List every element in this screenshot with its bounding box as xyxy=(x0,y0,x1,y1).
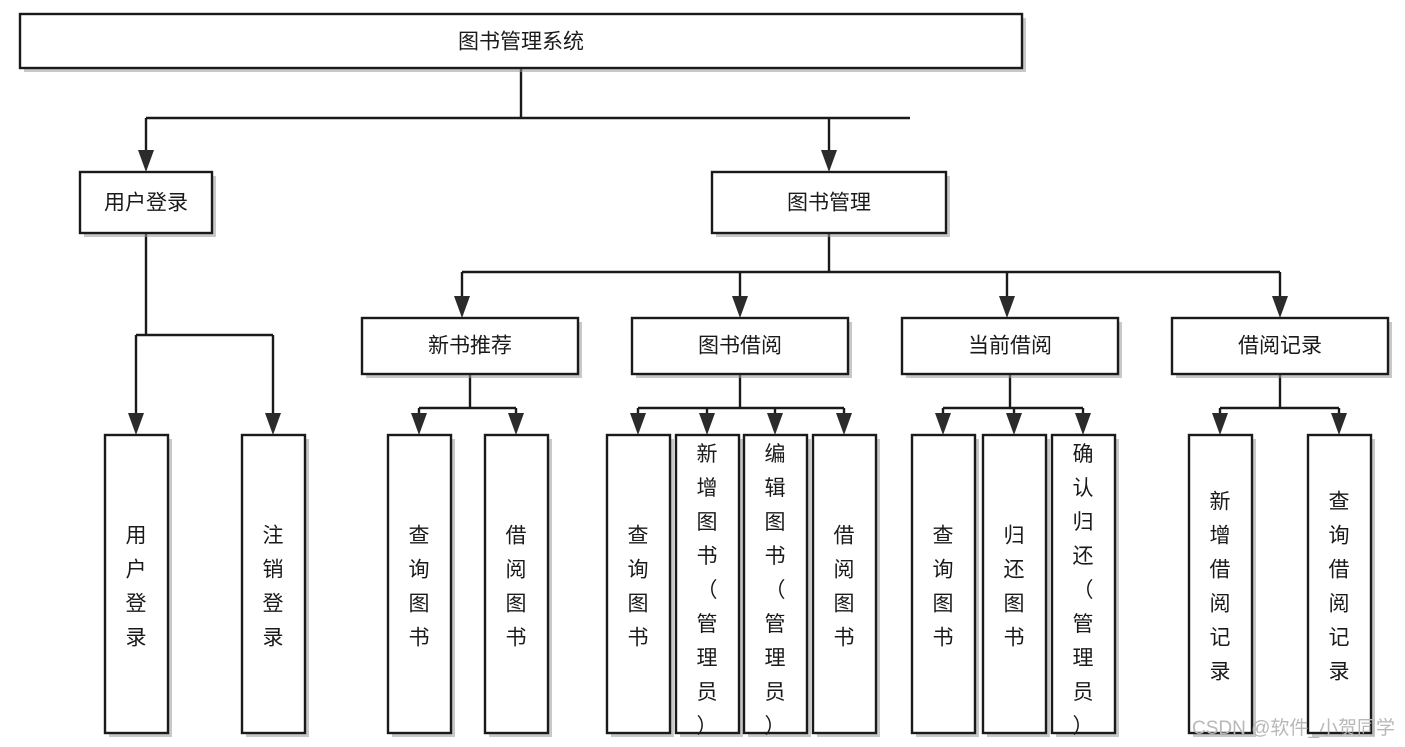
book-management-label: 图书管理 xyxy=(787,192,871,215)
borrow-record-label: 借阅记录 xyxy=(1238,335,1322,358)
leaf-node-br-add-record[interactable]: 新增借阅记录 xyxy=(1187,433,1256,737)
leaf-node-cb-confirm-return[interactable]: 确认归还（管理员） xyxy=(1050,433,1119,738)
book-borrow-label: 图书借阅 xyxy=(698,335,782,358)
leaf-node-cb-return-book[interactable]: 归还图书 xyxy=(981,433,1050,737)
node-book-borrow[interactable]: 图书借阅 xyxy=(630,316,852,378)
root-box[interactable] xyxy=(18,12,1024,70)
node-root[interactable]: 图书管理系统 xyxy=(18,12,1026,72)
arrow-head-new-book-rec xyxy=(454,296,470,318)
node-borrow-record[interactable]: 借阅记录 xyxy=(1170,316,1392,378)
leaf-bb-query-book-label: 查询图书 xyxy=(628,525,649,650)
leaf-nbr-query-book-box[interactable] xyxy=(386,433,453,735)
leaf-node-bb-borrow-book[interactable]: 借阅图书 xyxy=(811,433,880,737)
arrow-head-nbr-query-book xyxy=(411,413,427,435)
current-borrow-box[interactable] xyxy=(900,316,1120,376)
current-borrow-label: 当前借阅 xyxy=(968,335,1052,358)
leaf-br-add-record-box[interactable] xyxy=(1187,433,1254,735)
arrow-head-book-mgmt xyxy=(821,150,837,172)
leaf-node-cb-query-book[interactable]: 查询图书 xyxy=(910,433,979,737)
new-book-recommend-label: 新书推荐 xyxy=(428,335,512,358)
arrow-head-bb-edit-book xyxy=(767,413,783,435)
connector-layer xyxy=(128,68,1347,435)
leaf-cb-query-book-label: 查询图书 xyxy=(933,525,954,650)
node-new-book-recommend[interactable]: 新书推荐 xyxy=(360,316,582,378)
arrow-head-cb-query-book xyxy=(935,413,951,435)
leaf-cb-return-book-label: 归还图书 xyxy=(1004,525,1025,650)
node-user-login[interactable]: 用户登录 xyxy=(78,170,216,237)
arrow-head-current-borrow xyxy=(999,296,1015,318)
node-current-borrow[interactable]: 当前借阅 xyxy=(900,316,1122,378)
leaf-cb-return-book-box[interactable] xyxy=(981,433,1048,735)
arrow-head-borrow-record xyxy=(1272,296,1288,318)
leaf-layer: 用户登录 注销登录 查询图书 借阅图书 查询图书 xyxy=(103,433,1375,738)
leaf-node-br-query-record[interactable]: 查询借阅记录 xyxy=(1306,433,1375,737)
arrow-head-bb-query-book xyxy=(630,413,646,435)
csdn-watermark: CSDN @软件_小贺同学 xyxy=(1192,717,1395,739)
leaf-node-bb-query-book[interactable]: 查询图书 xyxy=(605,433,674,737)
leaf-nbr-borrow-book-label: 借阅图书 xyxy=(506,525,527,650)
leaf-logout-box[interactable] xyxy=(240,433,307,735)
arrow-head-bb-add-book xyxy=(699,413,715,435)
leaf-user-login-box[interactable] xyxy=(103,433,170,735)
leaf-node-bb-edit-book[interactable]: 编辑图书（管理员） xyxy=(742,433,811,738)
arrow-head-bb-borrow-book xyxy=(836,413,852,435)
book-borrow-box[interactable] xyxy=(630,316,850,376)
arrow-head-cb-confirm-return xyxy=(1075,413,1091,435)
leaf-bb-borrow-book-label: 借阅图书 xyxy=(834,525,855,650)
root-label: 图书管理系统 xyxy=(458,31,584,54)
leaf-node-logout[interactable]: 注销登录 xyxy=(240,433,309,737)
leaf-br-query-record-box[interactable] xyxy=(1306,433,1373,735)
arrow-head-leaf-logout xyxy=(265,413,281,435)
leaf-logout-label: 注销登录 xyxy=(263,525,284,650)
new-book-recommend-box[interactable] xyxy=(360,316,580,376)
leaf-nbr-borrow-book-box[interactable] xyxy=(483,433,550,735)
leaf-node-nbr-query-book[interactable]: 查询图书 xyxy=(386,433,455,737)
leaf-bb-add-book-box[interactable] xyxy=(674,433,741,735)
leaf-bb-edit-book-label: 编辑图书（管理员） xyxy=(765,443,786,738)
node-book-management[interactable]: 图书管理 xyxy=(710,170,950,237)
borrow-record-box[interactable] xyxy=(1170,316,1390,376)
leaf-bb-query-book-box[interactable] xyxy=(605,433,672,735)
book-management-box[interactable] xyxy=(710,170,948,235)
arrow-head-leaf-user-login xyxy=(128,413,144,435)
leaf-bb-edit-book-box[interactable] xyxy=(742,433,809,735)
leaf-cb-query-book-box[interactable] xyxy=(910,433,977,735)
leaf-nbr-query-book-label: 查询图书 xyxy=(409,525,430,650)
leaf-bb-borrow-book-box[interactable] xyxy=(811,433,878,735)
leaf-node-user-login[interactable]: 用户登录 xyxy=(103,433,172,737)
arrow-head-cb-return-book xyxy=(1006,413,1022,435)
leaf-bb-add-book-label: 新增图书（管理员） xyxy=(697,443,718,738)
leaf-user-login-label: 用户登录 xyxy=(126,525,147,650)
arrow-head-br-query-record xyxy=(1331,413,1347,435)
user-login-box[interactable] xyxy=(78,170,214,235)
leaf-br-query-record-label: 查询借阅记录 xyxy=(1329,491,1350,684)
leaf-node-bb-add-book[interactable]: 新增图书（管理员） xyxy=(674,433,743,738)
user-login-label: 用户登录 xyxy=(104,192,188,215)
arrow-head-br-add-record xyxy=(1212,413,1228,435)
leaf-node-nbr-borrow-book[interactable]: 借阅图书 xyxy=(483,433,552,737)
arrow-head-book-borrow xyxy=(732,296,748,318)
arrow-head-user-login xyxy=(138,150,154,172)
leaf-cb-confirm-return-box[interactable] xyxy=(1050,433,1117,735)
leaf-br-add-record-label: 新增借阅记录 xyxy=(1210,491,1231,684)
arrow-head-nbr-borrow-book xyxy=(508,413,524,435)
leaf-cb-confirm-return-label: 确认归还（管理员） xyxy=(1073,443,1094,738)
